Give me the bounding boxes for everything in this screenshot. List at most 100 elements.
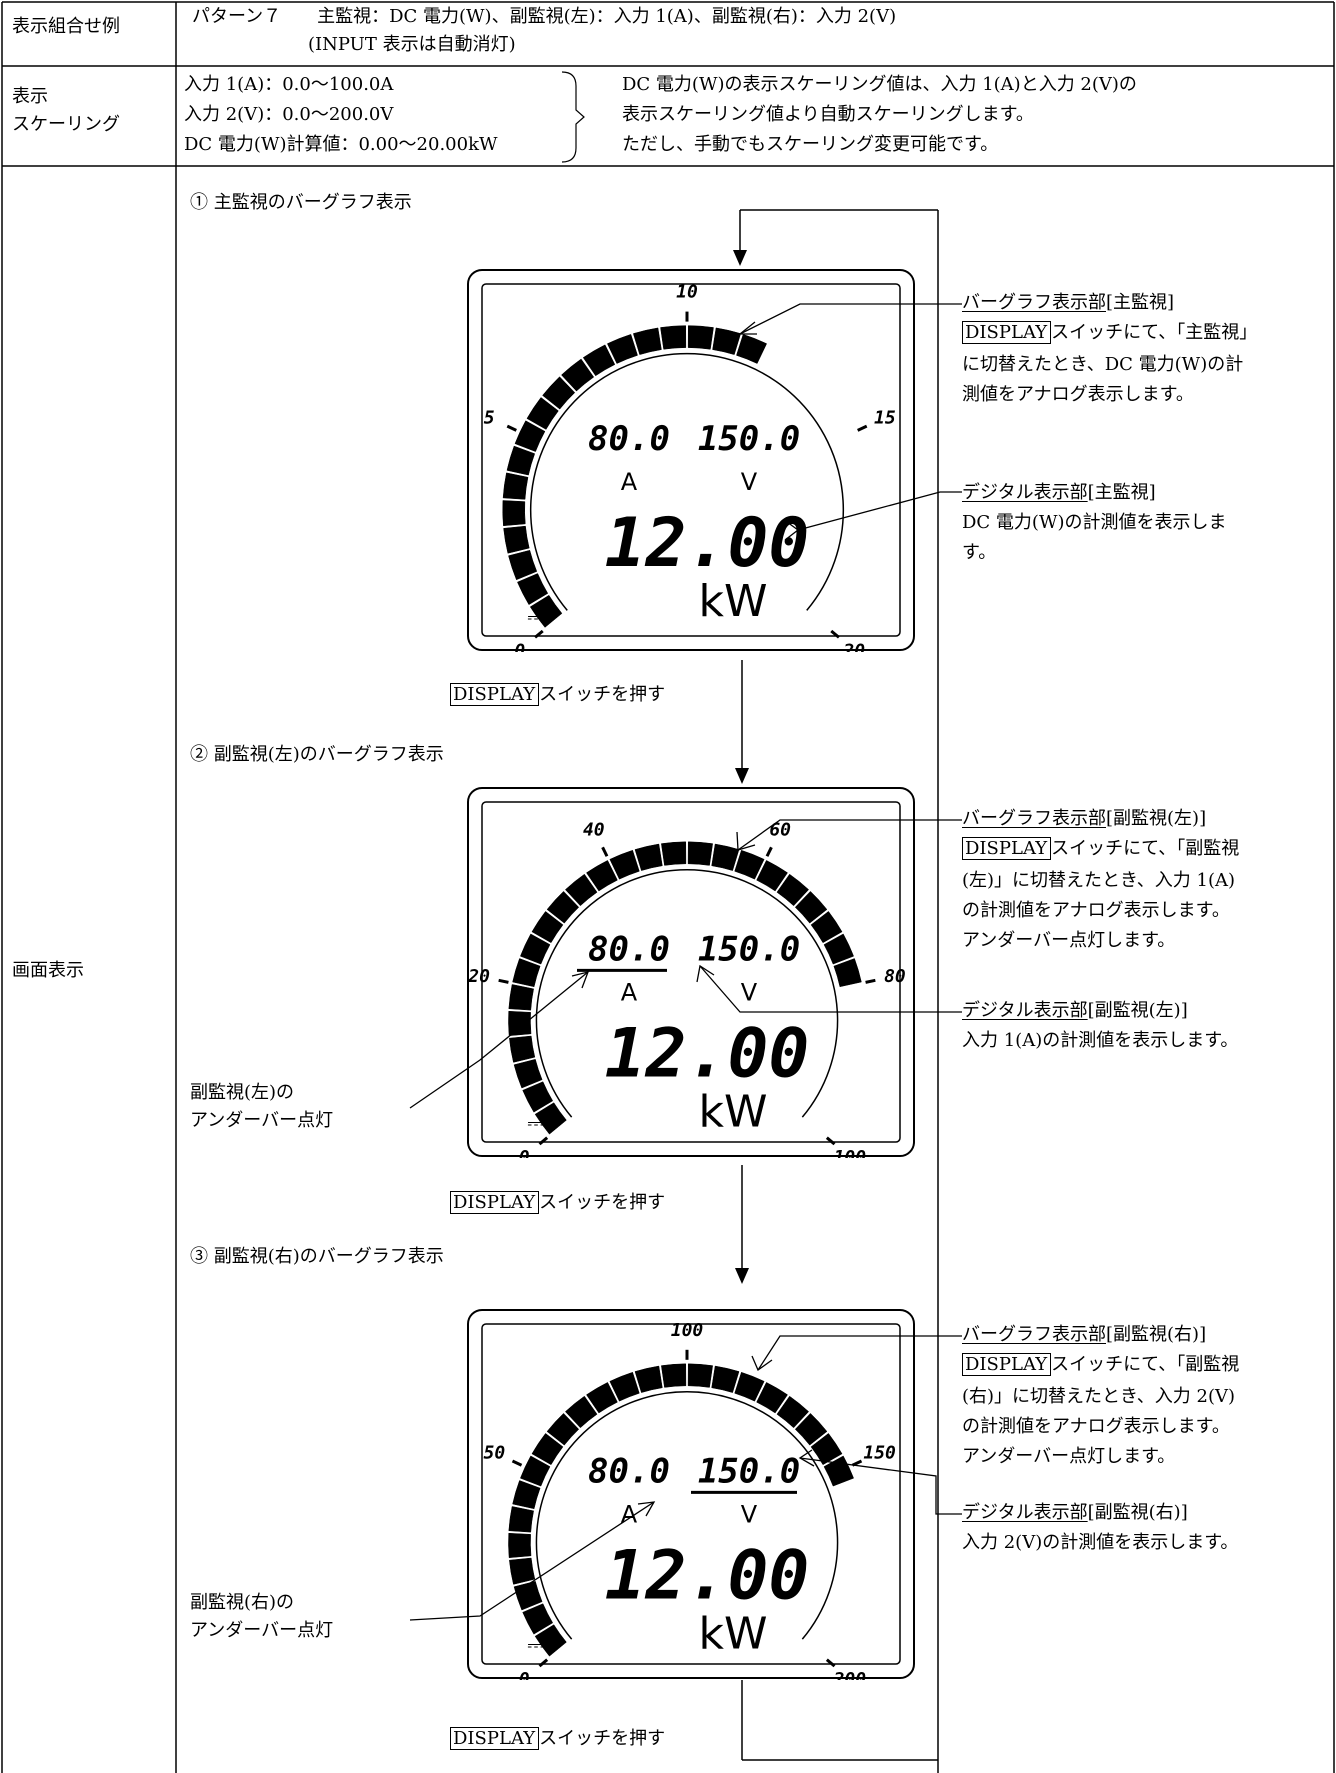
scale-tick <box>601 846 609 857</box>
bar-segment <box>502 472 529 500</box>
bar-segment <box>565 1395 598 1429</box>
bar-segment <box>810 911 843 944</box>
row1-line2: (INPUT 表示は自動消灯) <box>308 34 516 55</box>
meter-inner-frame <box>481 283 901 637</box>
meter-inner-frame <box>481 801 901 1143</box>
bar-segment <box>711 843 740 871</box>
scale-label: 50 <box>484 1443 506 1464</box>
unit-right: V <box>741 978 758 1006</box>
bar-segment <box>756 860 788 892</box>
bar-segment <box>534 1102 567 1135</box>
section1-heading: ① 主監視のバーグラフ表示 <box>190 192 412 213</box>
display-switch-label: DISPLAY <box>450 1191 540 1214</box>
bar-segment <box>509 1557 536 1585</box>
bar-segment <box>531 1433 564 1466</box>
bar-segment <box>503 525 530 554</box>
row1-label: 表示組合せ例 <box>12 16 120 37</box>
bar-segment <box>509 1035 536 1063</box>
press-text: スイッチを押す <box>539 1192 666 1213</box>
main-value: 12.00 <box>605 1536 810 1615</box>
bar-segment <box>522 1603 554 1635</box>
s1-bar-callout-l2: 測値をアナログ表示します。 <box>962 384 1194 405</box>
bar-inner-arc <box>529 352 845 611</box>
bar-segment <box>542 376 576 410</box>
bar-segment <box>526 397 559 430</box>
bar-segment <box>712 327 741 355</box>
bar-segment <box>508 1506 534 1533</box>
bar-segment <box>661 1363 687 1388</box>
s2-bar-callout-l3: アンダーバー点灯します。 <box>962 930 1176 951</box>
main-value: 12.00 <box>605 504 810 583</box>
bar-segment <box>633 327 662 355</box>
bar-segment <box>734 849 765 880</box>
row1-line1: パターン７ 主監視：DC 電力(W)、副監視(左)：入力 1(A)、副監視(右)… <box>192 6 897 27</box>
scale-label: 200 <box>833 1669 867 1680</box>
bar-segment <box>506 445 536 476</box>
bar-segment <box>586 1382 618 1414</box>
bar-segment <box>508 1532 532 1558</box>
scaling-right-2: 表示スケーリング値より自動スケーリングします。 <box>622 104 1034 125</box>
row2-label-1: 表示 <box>12 86 48 107</box>
scale-label: 80 <box>884 966 906 987</box>
bar-segment <box>582 344 616 377</box>
bar-segment <box>508 1010 532 1036</box>
s2-underbar-l1: 副監視(左)の <box>190 1082 295 1103</box>
scale-tick <box>825 1658 836 1668</box>
bar-segment <box>512 1480 541 1510</box>
bar-segment <box>529 594 563 628</box>
press-text: スイッチを押す <box>539 1728 666 1749</box>
scale-label: 100 <box>834 1147 867 1158</box>
s1-bar-callout-title: バーグラフ表示部[主監視] <box>962 292 1175 313</box>
bar-segment <box>776 873 809 907</box>
scale-label: 0 <box>514 640 525 652</box>
section3-heading: ③ 副監視(右)のバーグラフ表示 <box>190 1246 444 1267</box>
s3-underbar-l1: 副監視(右)の <box>190 1592 295 1613</box>
scaling-right-1: DC 電力(W)の表示スケーリング値は、入力 1(A)と入力 2(V)の <box>622 74 1137 95</box>
bar-segment <box>520 933 551 965</box>
row3-label: 画面表示 <box>12 960 84 981</box>
scaling-right-3: ただし、手動でもスケーリング変更可能です。 <box>622 134 999 155</box>
bar-segment <box>512 958 541 988</box>
scale-tick <box>538 1658 549 1668</box>
display-switch-label: DISPLAY <box>450 1727 540 1750</box>
s1-dig-callout-l2: す。 <box>962 542 997 563</box>
s1-dig-callout-l1: DC 電力(W)の計測値を表示しま <box>962 512 1227 533</box>
reading-right: 150.0 <box>698 929 800 969</box>
bar-segment <box>756 1382 788 1414</box>
bar-segment <box>534 1624 567 1657</box>
scale-label: 0 <box>519 1669 530 1680</box>
bar-segment <box>502 500 526 527</box>
unit-left: A <box>621 978 638 1006</box>
scale-label: 150 <box>863 1443 896 1464</box>
bar-segment <box>794 890 828 924</box>
bar-segment <box>546 890 580 924</box>
reading-left: 80.0 <box>588 929 670 969</box>
scale-label: 5 <box>484 408 495 429</box>
s1-bar-callout-l1: に切替えたとき、DC 電力(W)の計 <box>962 354 1244 375</box>
scale-tick <box>538 1136 549 1146</box>
s3-dig-callout-l1: 入力 2(V)の計測値を表示します。 <box>962 1532 1239 1553</box>
scale-label: 0 <box>519 1147 530 1158</box>
meter-outer-frame <box>467 1309 915 1679</box>
scale-label: 40 <box>583 819 605 840</box>
s1-dig-callout-title: デジタル表示部[主監視] <box>962 482 1156 503</box>
s3-bar-callout-l3: アンダーバー点灯します。 <box>962 1446 1176 1467</box>
reading-left: 80.0 <box>588 1451 670 1491</box>
row2-label-2: スケーリング <box>12 114 120 135</box>
s3-underbar-l2: アンダーバー点灯 <box>190 1620 334 1641</box>
bar-segment <box>514 420 546 452</box>
scale-label: 100 <box>671 1320 704 1341</box>
scaling-left-2: 入力 2(V)：0.0～200.0V <box>184 104 394 125</box>
scale-label: 20 <box>842 640 865 652</box>
scale-tick <box>534 629 544 639</box>
bar-segment <box>607 334 638 364</box>
bar-segment <box>565 873 598 907</box>
bar-segment <box>687 325 714 350</box>
scale-label: 60 <box>769 819 791 840</box>
s2-underbar-l2: アンダーバー点灯 <box>190 1110 334 1131</box>
